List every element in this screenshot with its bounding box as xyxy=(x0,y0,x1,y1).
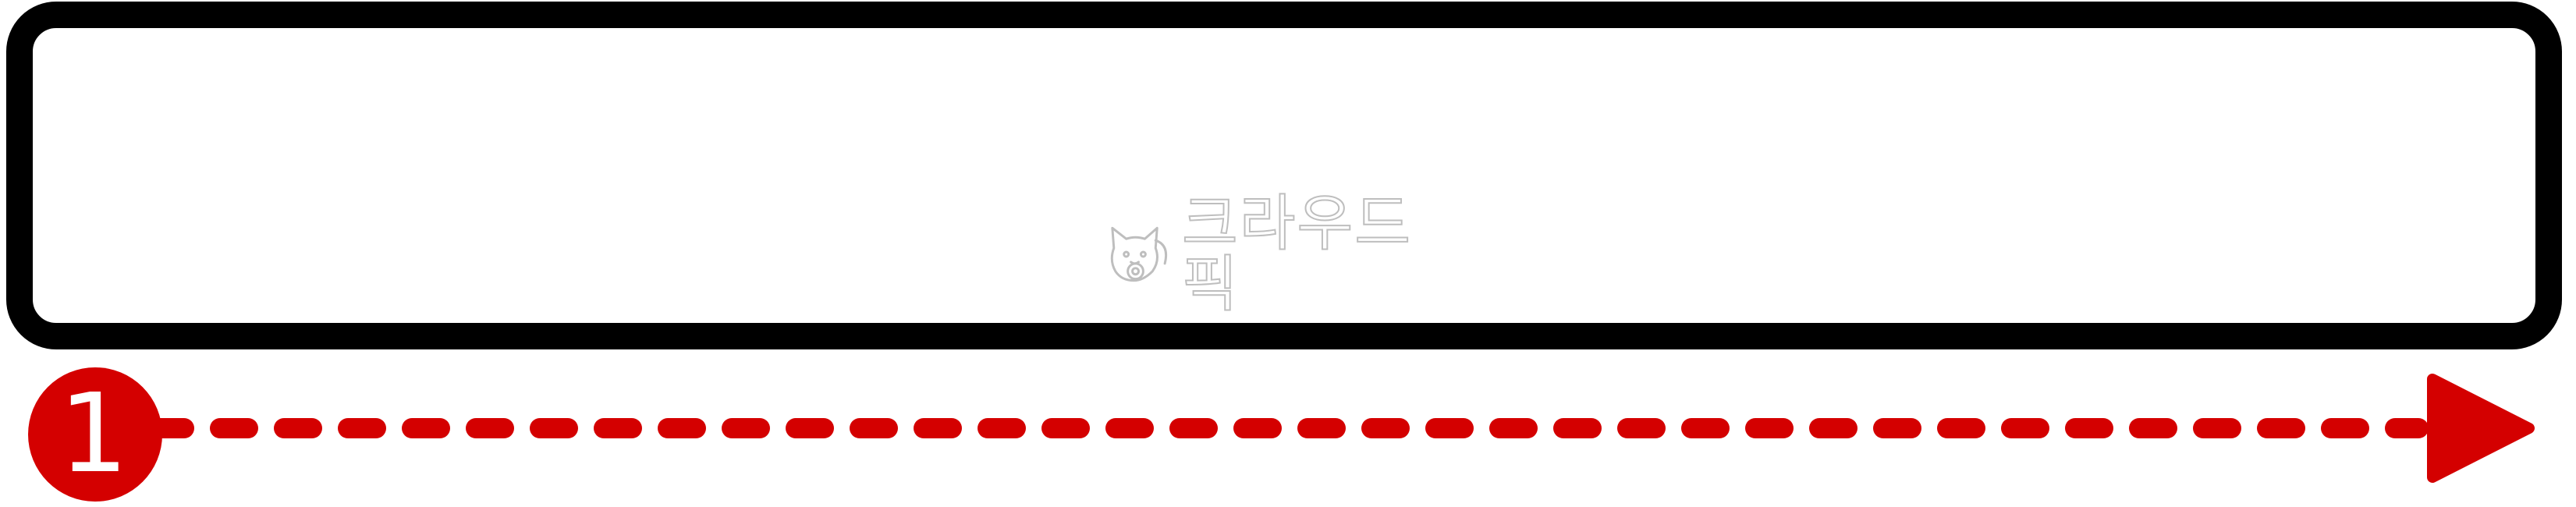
arrowhead-icon xyxy=(2427,374,2535,483)
cat-mascot-icon xyxy=(1110,226,1168,282)
watermark: 크라우드픽 xyxy=(1100,193,1467,316)
dashed-arrow: 1 xyxy=(28,367,2535,502)
watermark-text: 크라우드픽 xyxy=(1181,189,1413,320)
rounded-text-box xyxy=(6,2,2562,349)
step-number: 1 xyxy=(59,370,128,498)
step-badge xyxy=(28,367,162,502)
